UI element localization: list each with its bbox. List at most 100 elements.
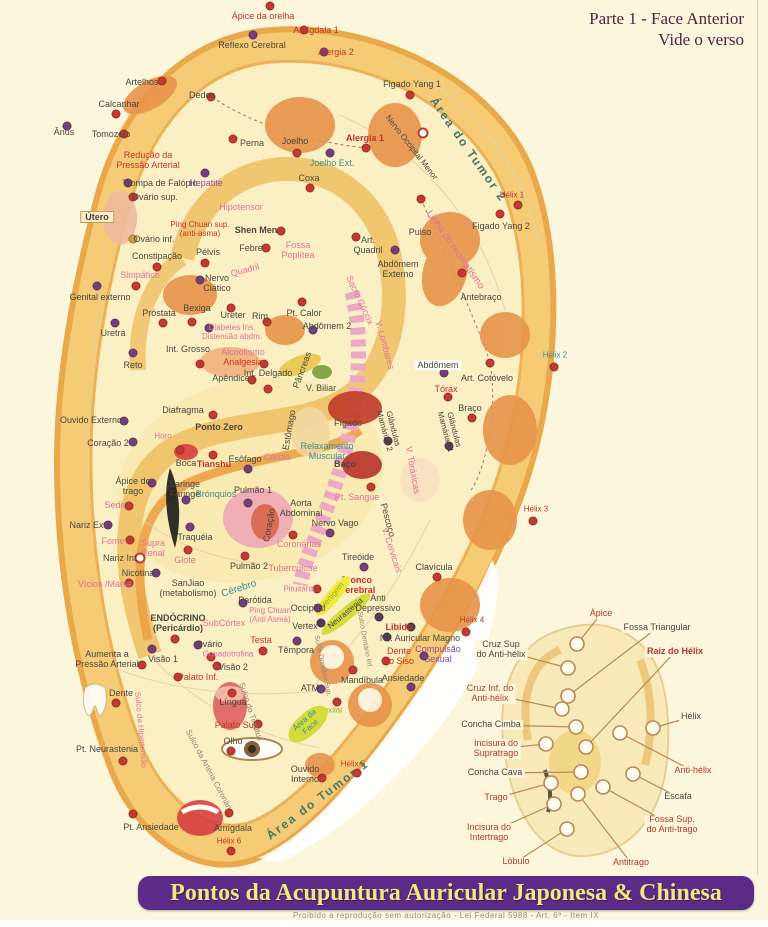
landmark-circle-fossa-sup-do-anti-trago[interactable] (595, 779, 611, 795)
landmark-circle-anti-he-lix[interactable] (612, 725, 628, 741)
acupoint-dot-boca[interactable] (175, 445, 185, 455)
acupoint-dot-aumenta-a-pressa-o-arterial[interactable] (137, 660, 147, 670)
acupoint-dot-glote[interactable] (183, 545, 193, 555)
acupoint-dot-he-lix-4[interactable] (461, 627, 471, 637)
acupoint-dot-a-pice-do-trago[interactable] (147, 478, 157, 488)
acupoint-dot-bro-nquios[interactable] (243, 498, 253, 508)
landmark-circle-concha-cava[interactable] (573, 764, 589, 780)
acupoint-dot-ova-rio[interactable] (193, 640, 203, 650)
landmark-circle-raiz-do-he-lix[interactable] (578, 739, 594, 755)
acupoint-dot-sede[interactable] (124, 501, 134, 511)
acupoint-dot-dente-do-siso[interactable] (381, 656, 391, 666)
acupoint-dot-corona-rias[interactable] (288, 530, 298, 540)
acupoint-dot-testa[interactable] (258, 646, 268, 656)
acupoint-dot-analgesia[interactable] (259, 359, 269, 369)
landmark-circle-trago[interactable] (543, 775, 559, 791)
acupoint-dot-alergia-1[interactable] (361, 143, 371, 153)
acupoint-dot-trompa-de-falo-pio[interactable] (123, 178, 133, 188)
acupoint-dot-nervo-occipital-menor[interactable] (417, 127, 429, 139)
acupoint-dot-nervo-vago[interactable] (325, 528, 335, 538)
acupoint-dot-fome[interactable] (125, 535, 135, 545)
acupoint-dot-palato-inf[interactable] (173, 672, 183, 682)
acupoint-dot-dedos[interactable] (206, 92, 216, 102)
acupoint-dot-he-lix-1[interactable] (513, 200, 523, 210)
acupoint-dot-nervo-cia-tico[interactable] (195, 275, 205, 285)
landmark-circle-he-lix[interactable] (645, 720, 661, 736)
acupoint-dot-gla-ndulas-mama-rias-1[interactable] (444, 441, 454, 451)
acupoint-dot-nv-auricular-magno[interactable] (382, 632, 392, 642)
acupoint-dot-antebrac-o[interactable] (457, 268, 467, 278)
acupoint-dot-pt-calor[interactable] (297, 297, 307, 307)
acupoint-dot-ansiedade[interactable] (406, 682, 416, 692)
acupoint-dot-pe-lvis[interactable] (200, 258, 210, 268)
acupoint-dot-diafragma[interactable] (208, 410, 218, 420)
acupoint-dot-olho[interactable] (226, 746, 236, 756)
acupoint-dot-nicotina[interactable] (151, 568, 161, 578)
acupoint-dot-anti-depressivo[interactable] (374, 612, 384, 622)
acupoint-dot-nariz-int[interactable] (134, 552, 146, 564)
acupoint-dot-pulso[interactable] (416, 194, 426, 204)
landmark-circle-concha-cimba[interactable] (568, 719, 584, 735)
acupoint-dot-artelhos[interactable] (157, 76, 167, 86)
landmark-circle-lo-bulo[interactable] (559, 821, 575, 837)
acupoint-dot-corac-a-o-2[interactable] (128, 437, 138, 447)
landmark-circle-cruz-sup-do-anti-he-lix[interactable] (560, 660, 576, 676)
acupoint-dot-genital-externo[interactable] (92, 281, 102, 291)
acupoint-dot-ova-rio-sup[interactable] (128, 192, 138, 202)
acupoint-dot-joelho-ext[interactable] (325, 148, 335, 158)
acupoint-dot-laringe-faringe[interactable] (181, 495, 191, 505)
acupoint-dot-he-lix-3[interactable] (528, 516, 538, 526)
acupoint-dot-diabetes-ins-distensa-o-abdm[interactable] (204, 323, 214, 333)
acupoint-dot-libido[interactable] (406, 622, 416, 632)
acupoint-dot-he-lix-5[interactable] (352, 768, 362, 778)
acupoint-dot-figado-yang-1[interactable] (405, 90, 415, 100)
acupoint-dot-alergia-2[interactable] (319, 47, 329, 57)
landmark-circle-cruz-inf-do-anti-he-lix[interactable] (554, 701, 570, 717)
acupoint-dot-atm[interactable] (316, 684, 326, 694)
acupoint-dot-pt-neurastenia[interactable] (118, 756, 128, 766)
acupoint-dot-constipac-a-o[interactable] (152, 262, 162, 272)
acupoint-dot-simpa-tico[interactable] (131, 281, 141, 291)
acupoint-dot-ami-gdala[interactable] (224, 808, 234, 818)
acupoint-dot-ami-gdala-1[interactable] (299, 25, 309, 35)
acupoint-dot-a-nus[interactable] (62, 121, 72, 131)
acupoint-dot-gla-ndulas-mama-rias-2[interactable] (383, 436, 393, 446)
acupoint-dot-gonadotrofina[interactable] (206, 652, 216, 662)
acupoint-dot-vertex[interactable] (316, 618, 326, 628)
acupoint-dot-coxa[interactable] (305, 183, 315, 193)
acupoint-dot-dente[interactable] (111, 698, 121, 708)
acupoint-dot-li-ngua[interactable] (227, 688, 237, 698)
acupoint-dot-subco-rtex[interactable] (170, 634, 180, 644)
acupoint-dot-febre[interactable] (261, 243, 271, 253)
acupoint-dot-int-grosso[interactable] (195, 359, 205, 369)
acupoint-dot-ureter[interactable] (226, 303, 236, 313)
acupoint-dot-pituita-ria[interactable] (312, 584, 322, 594)
acupoint-dot-abdo-mem-externo[interactable] (390, 245, 400, 255)
acupoint-dot-bexiga[interactable] (187, 317, 197, 327)
acupoint-dot-abdo-mem-2[interactable] (308, 325, 318, 335)
acupoint-dot-to-rax[interactable] (443, 392, 453, 402)
acupoint-dot-tianshu[interactable] (208, 450, 218, 460)
acupoint-dot-ape-ndice[interactable] (247, 375, 257, 385)
acupoint-dot-traque-ia[interactable] (185, 522, 195, 532)
acupoint-dot-art-quadril[interactable] (351, 232, 361, 242)
acupoint-dot-pt-sangue[interactable] (366, 482, 376, 492)
acupoint-dot-int-delgado[interactable] (263, 384, 273, 394)
acupoint-dot-ouvido-interno[interactable] (317, 773, 327, 783)
acupoint-dot-joelho[interactable] (292, 148, 302, 158)
acupoint-dot-compulsa-o-sexual[interactable] (419, 651, 429, 661)
acupoint-dot-visa-o-1[interactable] (147, 644, 157, 654)
acupoint-dot-perna[interactable] (228, 134, 238, 144)
acupoint-dot-shen-men[interactable] (276, 226, 286, 236)
acupoint-dot-palato-sup[interactable] (253, 719, 263, 729)
acupoint-dot-occipital[interactable] (313, 603, 323, 613)
acupoint-dot-pt-ansiedade[interactable] (128, 809, 138, 819)
acupoint-dot-calcanhar[interactable] (111, 109, 121, 119)
acupoint-dot-he-lix-2[interactable] (549, 362, 559, 372)
acupoint-dot-reflexo-cerebral[interactable] (248, 30, 258, 40)
acupoint-dot-maxilar[interactable] (332, 697, 342, 707)
landmark-circle-a-pice[interactable] (569, 636, 585, 652)
acupoint-dot-tomozelo[interactable] (119, 129, 129, 139)
landmark-circle-fossa-triangular[interactable] (560, 688, 576, 704)
acupoint-dot-art-coto-velo[interactable] (485, 358, 495, 368)
